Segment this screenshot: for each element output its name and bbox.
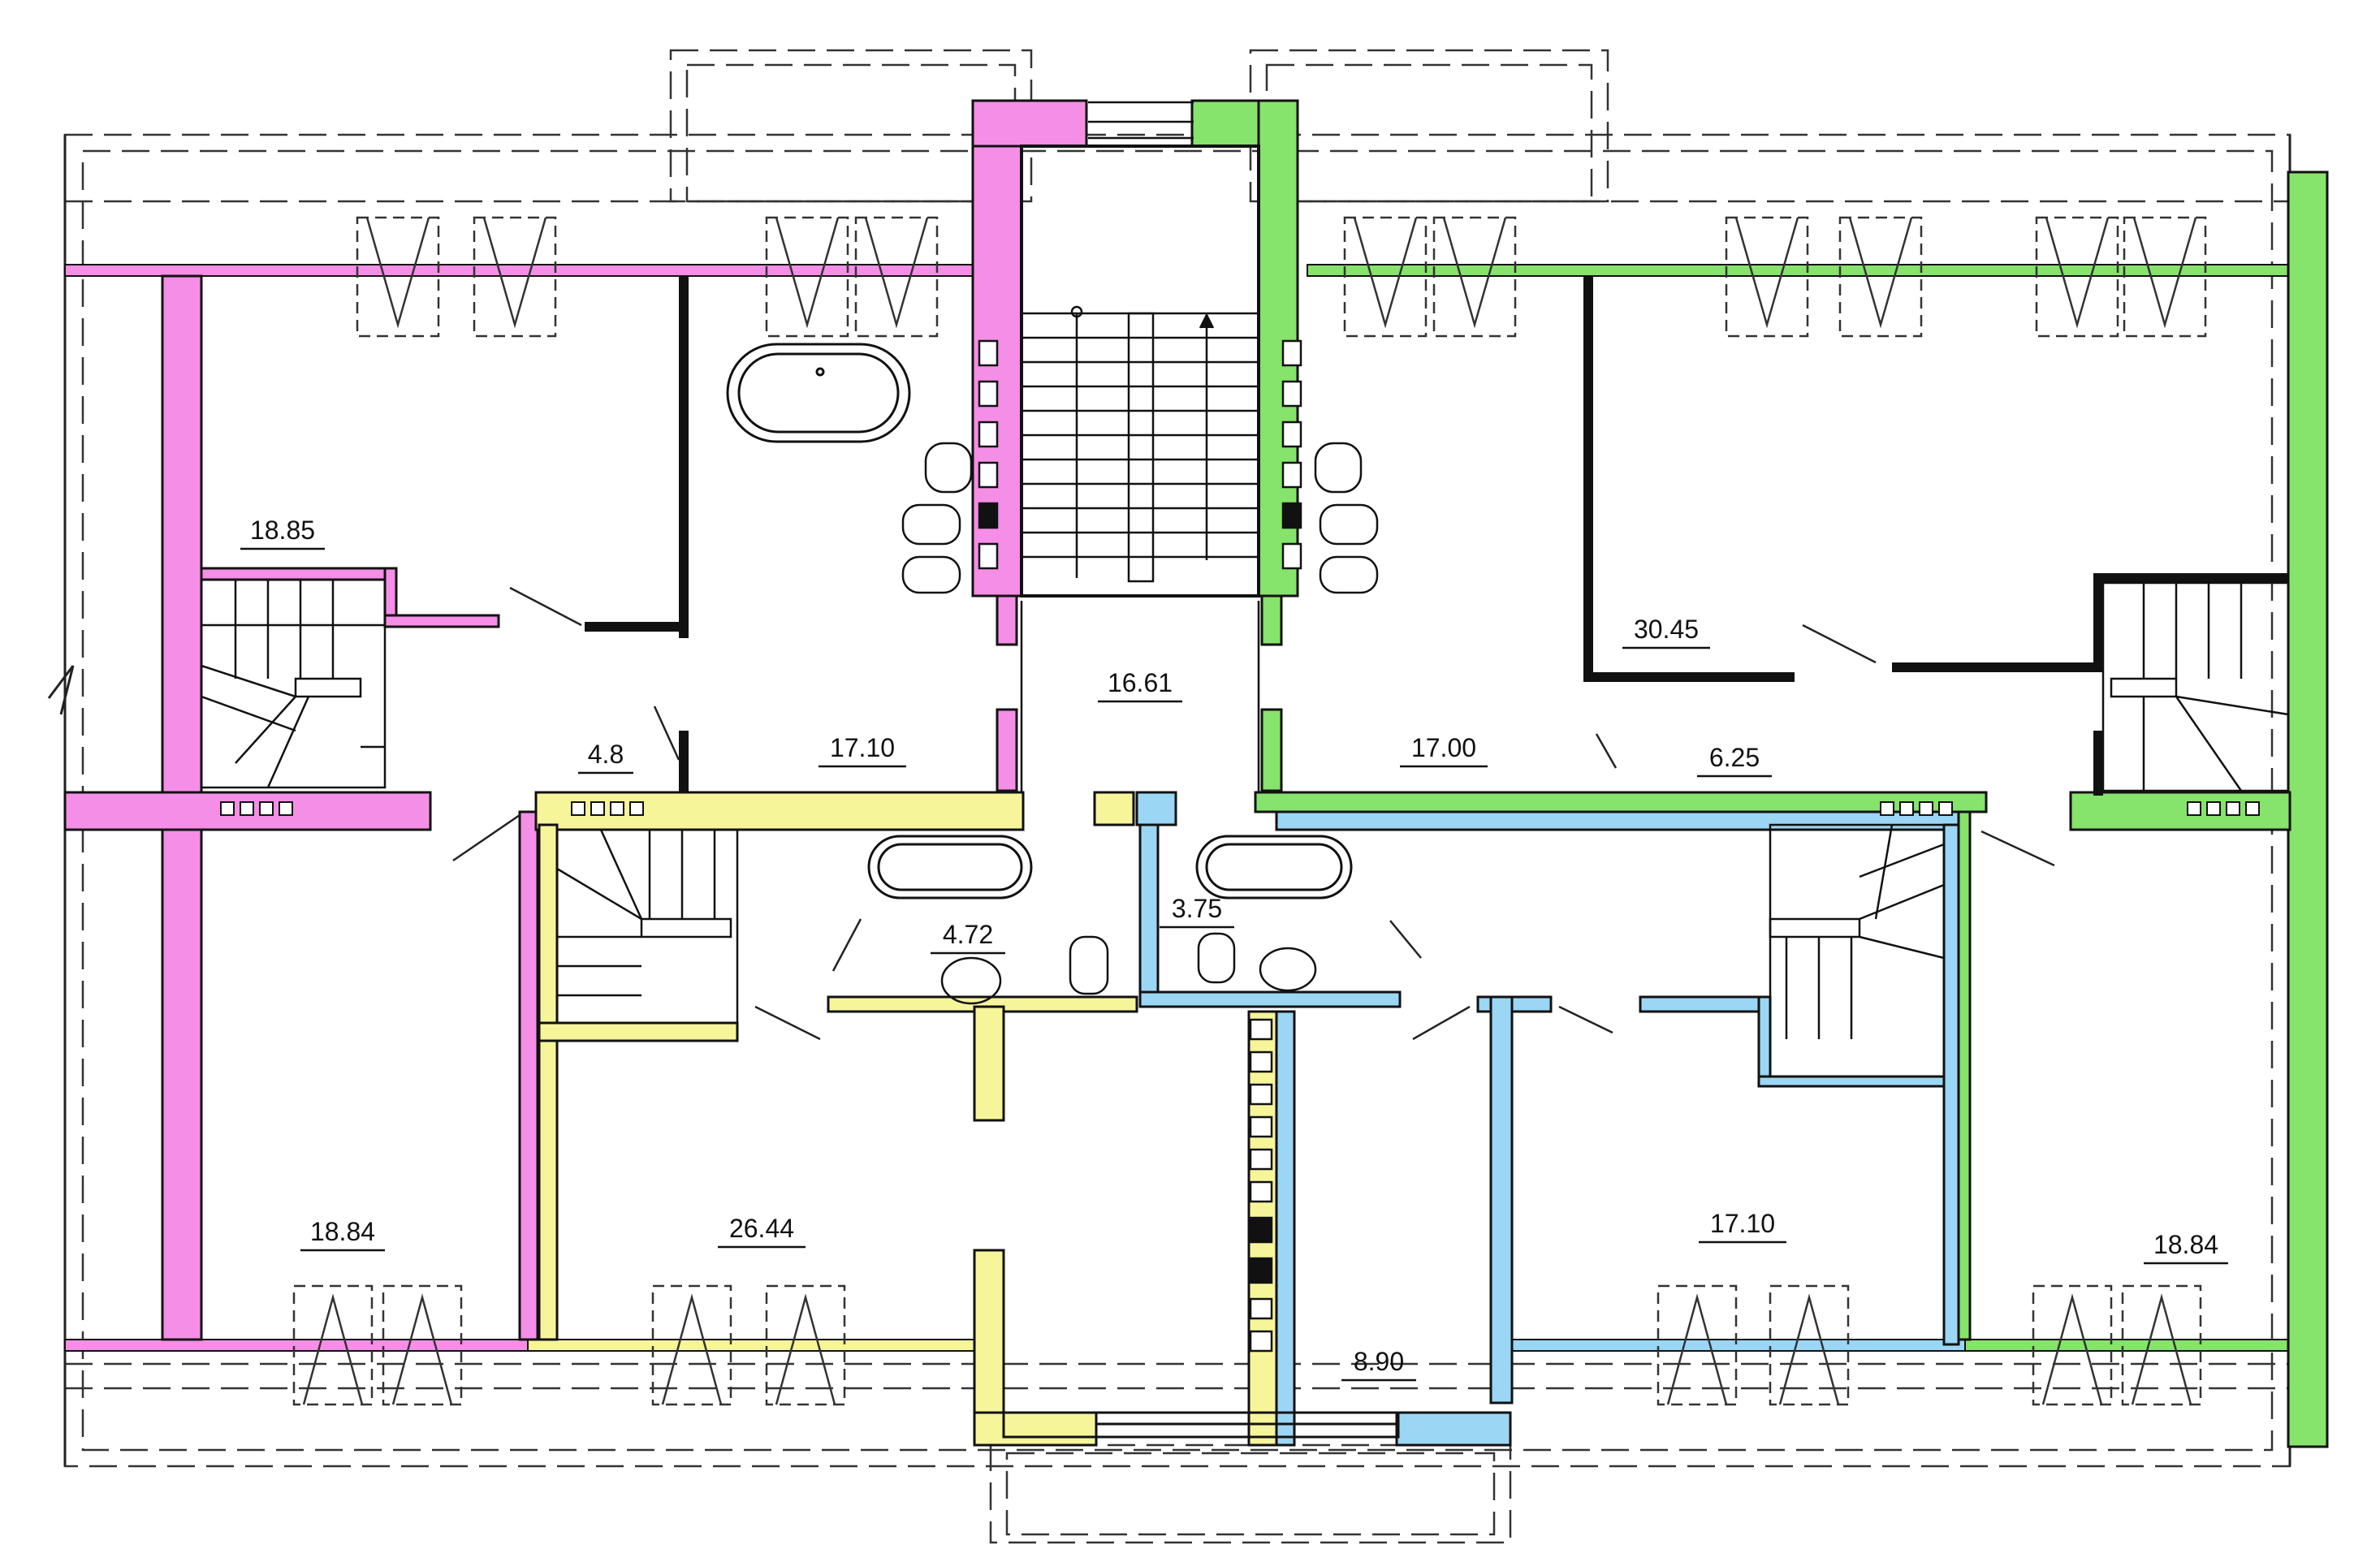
room-area: 3.75 <box>1172 894 1222 923</box>
blue-unit-walls <box>1135 791 1960 1447</box>
top-exterior-wall <box>64 264 2291 277</box>
sink-icon <box>924 442 1363 1005</box>
vent-shafts-right <box>1281 339 1302 570</box>
room-area: 18.85 <box>250 516 315 545</box>
bathtub-icon <box>867 835 1033 900</box>
room-area: 18.84 <box>310 1217 375 1246</box>
room-area: 18.84 <box>2153 1230 2218 1259</box>
vent-shafts-bottom <box>1249 1018 1273 1353</box>
room-label-6-25: 6.25 <box>1697 743 1772 778</box>
room-label-18-84-right: 18.84 <box>2144 1230 2228 1265</box>
spiral-stair-top-right <box>2101 581 2290 792</box>
room-label-17-10-top: 17.10 <box>819 733 906 768</box>
room-label-18-85: 18.85 <box>240 516 325 550</box>
pink-unit-walls <box>63 99 1088 1341</box>
room-area: 4.8 <box>588 740 624 769</box>
windows-top <box>356 216 2207 338</box>
vent-shafts-left <box>978 339 999 570</box>
room-label-17-10-bottom: 17.10 <box>1699 1209 1786 1244</box>
spiral-stair-bottom-right <box>1769 823 1946 1078</box>
room-area: 17.10 <box>830 733 895 762</box>
room-area: 17.00 <box>1411 733 1476 762</box>
spiral-stair-top-left <box>200 578 387 789</box>
bottom-exterior-wall <box>64 1339 2291 1352</box>
green-unit-walls <box>1190 99 2329 1448</box>
room-label-17-00: 17.00 <box>1400 733 1488 768</box>
room-label-3-75: 3.75 <box>1160 894 1234 929</box>
room-area: 16.61 <box>1108 668 1173 697</box>
room-area: 30.45 <box>1634 615 1699 644</box>
windows-bottom <box>292 1284 2202 1406</box>
bathtub-icon <box>1195 835 1353 900</box>
room-label-4-8: 4.8 <box>578 740 633 774</box>
room-area: 17.10 <box>1710 1209 1775 1238</box>
room-label-30-45: 30.45 <box>1622 615 1710 649</box>
bottom-stair-core <box>1002 1411 1400 1439</box>
room-area: 8.90 <box>1354 1347 1404 1376</box>
room-label-4-72: 4.72 <box>931 920 1005 955</box>
room-area: 6.25 <box>1709 743 1760 772</box>
door-swings <box>452 586 2055 1041</box>
central-stair <box>1020 101 1260 792</box>
green-thin-walls <box>1583 276 2288 796</box>
vent-boxes-row <box>220 801 2260 816</box>
spiral-stair-bottom-left <box>555 828 739 1025</box>
room-label-26-44: 26.44 <box>718 1214 806 1249</box>
room-area: 26.44 <box>729 1214 794 1243</box>
pink-thin-walls <box>585 276 689 796</box>
room-label-16-61: 16.61 <box>1098 668 1182 703</box>
room-area: 4.72 <box>943 920 993 949</box>
bathtub-icon <box>726 343 911 443</box>
toilet-icon <box>901 503 1379 995</box>
room-label-18-84-left: 18.84 <box>300 1217 385 1252</box>
room-label-8-90: 8.90 <box>1341 1347 1416 1382</box>
